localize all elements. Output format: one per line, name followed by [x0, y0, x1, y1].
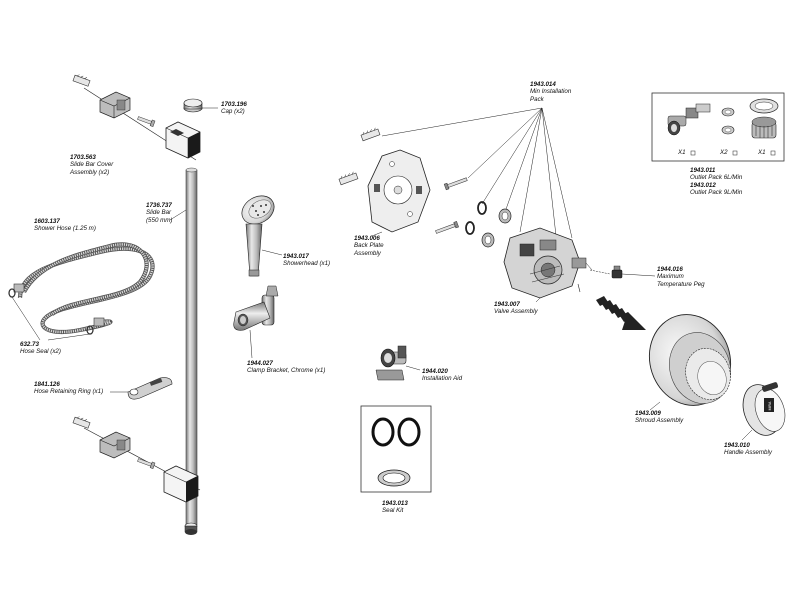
part-number: 1703.563 — [70, 154, 96, 161]
part-desc: Installation Aid — [422, 375, 463, 383]
part-number: 1944.027 — [247, 360, 273, 367]
part-desc: Hose Retaining Ring (x1) — [34, 388, 104, 396]
outlet-qty-2: X2 — [720, 149, 728, 156]
outlet-qty-1: X1 — [678, 149, 686, 156]
label-seal-kit: 1943.013 Seal Kit — [382, 500, 408, 515]
part-desc2: Assembly (x2) — [70, 168, 110, 176]
part-desc: Maximum — [657, 273, 684, 281]
back-plate — [367, 149, 431, 237]
min-installation-pack-leaders — [381, 107, 573, 239]
label-installation-aid: 1944.020 Installation Aid — [422, 368, 462, 383]
part-number: 1943.012 — [690, 181, 716, 189]
part-desc: Cap (x2) — [221, 108, 245, 116]
label-back-plate: 1943.006 Back Plate Assembly — [354, 235, 384, 257]
installation-aid — [375, 345, 421, 381]
seal-kit-box — [360, 405, 432, 493]
label-cap: 1703.196 Cap (x2) — [221, 101, 247, 116]
part-desc: Outlet Pack 9L/Min — [690, 189, 743, 197]
label-slide-bar-cover: 1703.563 Slide Bar Cover Assembly (x2) — [70, 154, 113, 176]
label-outlet-pack: 1943.011 Outlet Pack 6L/Min 1943.012 Out… — [690, 167, 742, 197]
part-desc: Min Installation — [530, 88, 572, 96]
part-number: 1944.020 — [422, 368, 448, 375]
label-max-temp-peg: 1944.016 Maximum Temperature Peg — [657, 266, 705, 288]
label-hose-seal: 632.73 Hose Seal (x2) — [20, 341, 61, 356]
part-number: 1943.010 — [724, 442, 750, 449]
part-number: 632.73 — [20, 341, 39, 348]
handle-assembly: MIRA — [741, 382, 786, 441]
part-number: 1943.013 — [382, 500, 408, 507]
hose-retaining-ring — [110, 377, 173, 400]
valve-assembly — [503, 227, 611, 303]
label-shower-hose: 1603.137 Shower Hose (1.25 m) — [34, 218, 96, 233]
part-number: 1943.011 — [690, 167, 716, 174]
part-number: 1943.014 — [530, 81, 556, 88]
slide-bar-cover-top — [72, 74, 201, 161]
part-desc: Clamp Bracket, Chrome (x1) — [247, 367, 326, 375]
label-shroud: 1943.009 Shroud Assembly — [635, 410, 683, 425]
shower-hose — [13, 242, 155, 335]
showerhead — [241, 195, 283, 277]
label-valve: 1943.007 Valve Assembly — [494, 301, 538, 316]
part-number: 1736.737 — [146, 202, 172, 209]
part-number: 1943.007 — [494, 301, 520, 308]
label-hose-ring: 1841.126 Hose Retaining Ring (x1) — [34, 381, 103, 396]
outlet-pack-box — [651, 92, 785, 162]
washers-and-nuts — [465, 201, 512, 248]
part-desc2: (550 mm) — [146, 216, 173, 224]
cap-part — [183, 98, 218, 113]
part-desc2: Assembly — [354, 249, 381, 257]
part-number: 1703.196 — [221, 101, 247, 108]
hose-seal-rings — [8, 288, 94, 341]
part-number: 1943.009 — [635, 410, 661, 417]
part-number: 1943.006 — [354, 235, 380, 242]
slide-bar-cover-bottom — [72, 416, 201, 535]
part-number: 1944.016 — [657, 266, 683, 273]
part-desc: Slide Bar — [146, 209, 172, 217]
label-handle: 1943.010 Handle Assembly — [724, 442, 772, 457]
part-desc: Hose Seal (x2) — [20, 348, 61, 356]
wall-plugs — [338, 127, 381, 186]
label-min-install-pack: 1943.014 Min Installation Pack — [530, 81, 571, 103]
fixing-screws — [435, 177, 468, 234]
part-desc: Handle Assembly — [724, 449, 772, 457]
part-desc: Back Plate — [354, 242, 384, 250]
part-desc: Showerhead (x1) — [283, 260, 331, 268]
part-desc: Slide Bar Cover — [70, 161, 114, 169]
label-showerhead: 1943.017 Showerhead (x1) — [283, 253, 330, 268]
max-temp-peg — [611, 265, 656, 279]
label-slide-bar: 1736.737 Slide Bar (550 mm) — [146, 202, 172, 224]
assembly-direction-arrow — [596, 296, 646, 330]
svg-text:MIRA: MIRA — [768, 401, 772, 410]
part-number: 1943.017 — [283, 253, 309, 260]
part-desc: Seal Kit — [382, 507, 404, 515]
clamp-bracket — [233, 285, 279, 359]
part-desc: Shroud Assembly — [635, 417, 684, 425]
part-desc: Shower Hose (1.25 m) — [34, 225, 96, 233]
outlet-qty-3: X1 — [758, 149, 766, 156]
part-desc: Valve Assembly — [494, 308, 538, 316]
shroud-assembly — [648, 314, 732, 411]
label-clamp-bracket: 1944.027 Clamp Bracket, Chrome (x1) — [247, 360, 325, 375]
part-desc2: Temperature Peg — [657, 280, 705, 288]
part-number: 1603.137 — [34, 218, 60, 225]
part-number: 1841.126 — [34, 381, 60, 388]
part-desc: Outlet Pack 6L/Min — [690, 174, 743, 182]
part-desc2: Pack — [530, 95, 544, 103]
